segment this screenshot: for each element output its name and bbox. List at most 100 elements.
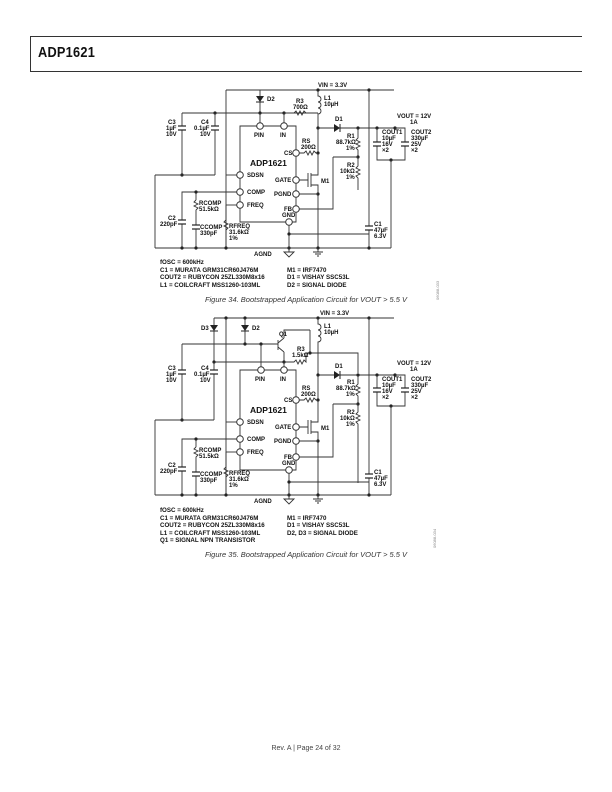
svg-text:PGND: PGND <box>274 439 292 445</box>
svg-text:200Ω: 200Ω <box>301 145 316 151</box>
svg-text:SDSN: SDSN <box>247 173 264 179</box>
svg-text:R1: R1 <box>347 380 355 386</box>
svg-text:10µH: 10µH <box>324 330 338 336</box>
svg-text:IN: IN <box>280 133 286 139</box>
diode-d1-icon <box>334 124 340 132</box>
svg-text:C4: C4 <box>201 120 209 126</box>
svg-text:10µF: 10µF <box>382 136 396 142</box>
svg-text:1µF: 1µF <box>166 372 177 378</box>
svg-text:FB: FB <box>284 207 293 213</box>
svg-text:COUT2: COUT2 <box>411 377 432 383</box>
diode-d3-icon <box>210 325 218 331</box>
svg-text:220pF: 220pF <box>160 469 178 475</box>
svg-text:PIN: PIN <box>255 377 265 383</box>
svg-text:C3: C3 <box>168 120 176 126</box>
pin-gate <box>292 176 300 184</box>
svg-text:CCOMP: CCOMP <box>200 472 222 478</box>
figure-35-schematic: VIN = 3.3V D3 D2 Q1 R3 1.5kΩ L1 10µH C3 … <box>154 311 432 505</box>
resistor-rcomp-icon <box>192 446 200 472</box>
svg-text:GATE: GATE <box>275 178 291 184</box>
svg-text:1A: 1A <box>410 120 418 126</box>
svg-text:RCOMP: RCOMP <box>199 201 221 207</box>
pin-cs <box>292 149 300 157</box>
svg-text:PGND: PGND <box>274 192 292 198</box>
svg-text:330pF: 330pF <box>200 231 218 237</box>
transistor-q1-icon <box>277 337 285 362</box>
svg-text:C3: C3 <box>168 366 176 372</box>
svg-text:R2: R2 <box>347 163 355 169</box>
svg-text:CS: CS <box>284 398 292 404</box>
pin-comp <box>236 435 244 443</box>
svg-text:10V: 10V <box>166 132 177 138</box>
ground-agnd-icon <box>282 495 296 505</box>
svg-text:Q1: Q1 <box>279 332 288 338</box>
svg-text:47µF: 47µF <box>374 476 388 482</box>
page-footer: Rev. A | Page 24 of 32 <box>271 745 341 752</box>
svg-text:COUT1: COUT1 <box>382 377 403 383</box>
svg-text:GND: GND <box>282 461 296 467</box>
figure-35-id: 06088-034 <box>432 528 437 548</box>
ic-label: ADP1621 <box>250 158 287 168</box>
svg-text:R3: R3 <box>296 99 304 105</box>
svg-text:R1: R1 <box>347 134 355 140</box>
ground-agnd-icon <box>282 248 296 258</box>
resistor-r3-icon <box>284 109 318 117</box>
pin-gnd <box>285 466 293 474</box>
page-title: ADP1621 <box>38 44 96 61</box>
svg-text:31.6kΩ: 31.6kΩ <box>229 230 249 236</box>
resistor-r1-icon <box>354 375 362 404</box>
pin-gate <box>292 423 300 431</box>
svg-text:330µF: 330µF <box>411 383 428 389</box>
svg-text:31.6kΩ: 31.6kΩ <box>229 477 249 483</box>
svg-text:6.3V: 6.3V <box>374 234 386 240</box>
svg-text:R2: R2 <box>347 410 355 416</box>
svg-text:C2: C2 <box>168 463 176 469</box>
svg-text:47µF: 47µF <box>374 228 388 234</box>
svg-text:1µF: 1µF <box>166 126 177 132</box>
svg-text:VOUT = 12V: VOUT = 12V <box>397 114 431 120</box>
svg-text:C1: C1 <box>374 222 382 228</box>
svg-text:10V: 10V <box>166 378 177 384</box>
figure-35-notes: fOSC = 600kHz C1 = MURATA GRM31CR60J476M… <box>160 507 358 545</box>
pin-freq <box>236 201 244 209</box>
svg-text:200Ω: 200Ω <box>301 392 316 398</box>
pin-pgnd <box>292 190 300 198</box>
pin-pin <box>257 366 265 374</box>
svg-text:1%: 1% <box>346 392 355 398</box>
svg-text:1%: 1% <box>346 175 355 181</box>
svg-text:10µH: 10µH <box>324 102 338 108</box>
pin-freq <box>236 448 244 456</box>
svg-text:COUT2: COUT2 <box>411 130 432 136</box>
svg-text:GND: GND <box>282 213 296 219</box>
svg-text:1%: 1% <box>346 146 355 152</box>
svg-text:16V: 16V <box>382 389 393 395</box>
figure-34-caption: Figure 34. Bootstrapped Application Circ… <box>204 295 408 304</box>
svg-text:D2: D2 <box>252 326 260 332</box>
svg-text:SDSN: SDSN <box>247 420 264 426</box>
svg-text:330pF: 330pF <box>200 478 218 484</box>
svg-text:COUT1: COUT1 <box>382 130 403 136</box>
svg-text:PIN: PIN <box>254 133 264 139</box>
inductor-l1-icon <box>317 90 322 128</box>
resistor-rfreq-icon <box>222 452 230 495</box>
svg-text:CS: CS <box>284 151 292 157</box>
svg-text:10kΩ: 10kΩ <box>340 169 355 175</box>
pin-gnd <box>285 218 293 226</box>
svg-text:AGND: AGND <box>254 499 272 505</box>
svg-text:GATE: GATE <box>275 425 291 431</box>
svg-text:51.5kΩ: 51.5kΩ <box>199 207 219 213</box>
svg-text:FB: FB <box>284 455 293 461</box>
pin-sdsn <box>236 171 244 179</box>
svg-text:ADP1621: ADP1621 <box>250 405 287 415</box>
svg-text:220pF: 220pF <box>160 222 178 228</box>
svg-text:D3: D3 <box>201 326 209 332</box>
svg-text:COMP: COMP <box>247 190 265 196</box>
svg-text:×2: ×2 <box>382 148 390 154</box>
svg-text:FREQ: FREQ <box>247 203 264 209</box>
diode-d2-icon <box>256 96 264 102</box>
svg-text:51.5kΩ: 51.5kΩ <box>199 454 219 460</box>
svg-text:0.1µF: 0.1µF <box>194 372 210 378</box>
pin-comp <box>236 188 244 196</box>
pin-fb <box>292 205 300 213</box>
svg-text:C2: C2 <box>168 216 176 222</box>
